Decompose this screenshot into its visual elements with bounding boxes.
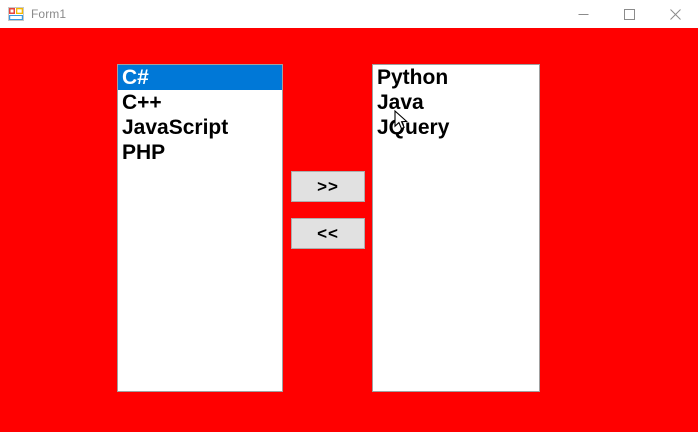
- window-title: Form1: [31, 7, 67, 21]
- list-item[interactable]: Java: [377, 91, 424, 114]
- title-bar[interactable]: Form1: [0, 0, 698, 28]
- window-controls: [560, 0, 698, 28]
- minimize-icon: [578, 13, 588, 15]
- list-item[interactable]: C#: [118, 65, 282, 90]
- move-left-button[interactable]: <<: [291, 218, 365, 249]
- move-right-button[interactable]: >>: [291, 171, 365, 202]
- source-listbox[interactable]: C# C++ JavaScript PHP: [117, 64, 283, 392]
- close-icon: [669, 8, 681, 20]
- winforms-app-icon: [8, 6, 24, 22]
- list-item[interactable]: Python: [377, 66, 449, 89]
- list-item[interactable]: JQuery: [377, 116, 450, 139]
- minimize-button[interactable]: [560, 0, 606, 28]
- list-item[interactable]: C++: [122, 91, 162, 114]
- form-client-area: C# C++ JavaScript PHP Python Java JQuery…: [0, 28, 698, 432]
- list-item[interactable]: JavaScript: [122, 116, 229, 139]
- maximize-icon: [623, 8, 635, 20]
- close-button[interactable]: [652, 0, 698, 28]
- list-item[interactable]: PHP: [122, 141, 166, 164]
- target-listbox[interactable]: Python Java JQuery: [372, 64, 540, 392]
- maximize-button[interactable]: [606, 0, 652, 28]
